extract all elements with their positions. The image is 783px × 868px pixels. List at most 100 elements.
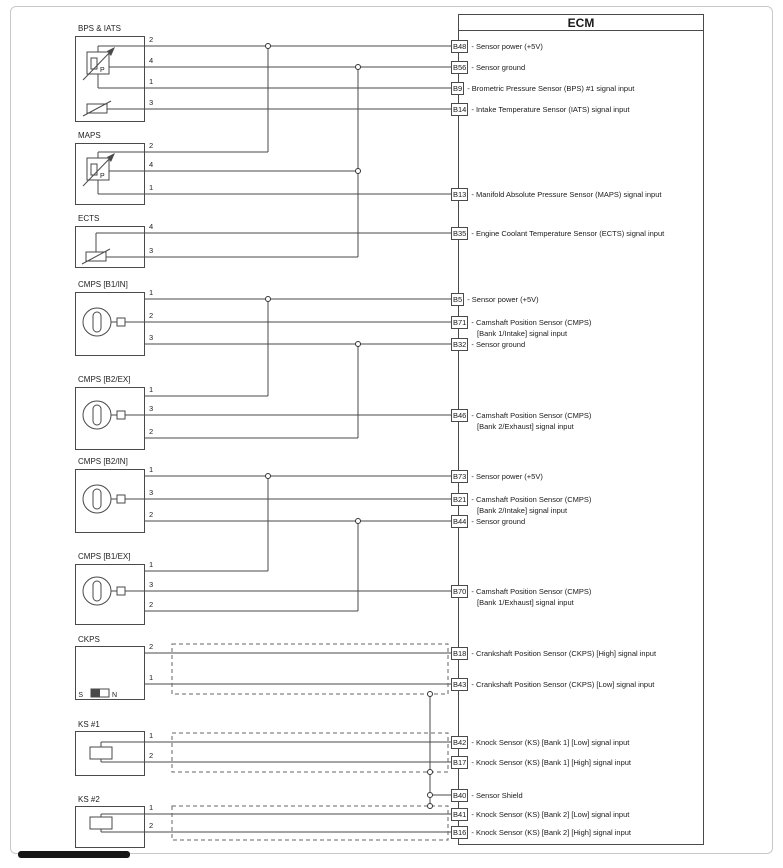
pin-number: 1 bbox=[149, 731, 154, 740]
pin-number: 3 bbox=[149, 404, 154, 413]
pin-number: 2 bbox=[149, 821, 154, 830]
pin-number: 2 bbox=[149, 510, 154, 519]
sensor-box bbox=[75, 36, 145, 122]
ecm-pin-b32: B32- Sensor ground bbox=[451, 338, 525, 351]
pin-number: 2 bbox=[149, 141, 154, 150]
ecm-title: ECM bbox=[459, 15, 703, 31]
ecm-pin-label: - Brometric Pressure Sensor (BPS) #1 sig… bbox=[467, 84, 635, 93]
ecm-terminal: B73 bbox=[451, 470, 469, 483]
ecm-pin-b56: B56- Sensor ground bbox=[451, 61, 525, 74]
ecm-pin-label: - Camshaft Position Sensor (CMPS) bbox=[471, 587, 592, 596]
sensor-box bbox=[75, 226, 145, 268]
ecm-terminal: B56 bbox=[451, 61, 469, 74]
ecm-terminal: B70 bbox=[451, 585, 469, 598]
pin-number: 4 bbox=[149, 56, 154, 65]
pin-number: 2 bbox=[149, 751, 154, 760]
ecm-terminal: B16 bbox=[451, 826, 469, 839]
sensor-box bbox=[75, 646, 145, 700]
ecm-terminal: B40 bbox=[451, 789, 469, 802]
ecm-pin-b41: B41- Knock Sensor (KS) [Bank 2] [Low] si… bbox=[451, 808, 629, 821]
ecm-pin-label: - Knock Sensor (KS) [Bank 1] [High] sign… bbox=[471, 758, 632, 767]
ecm-pin-b5: B5- Sensor power (+5V) bbox=[451, 293, 539, 306]
ecm-terminal: B46 bbox=[451, 409, 469, 422]
sensor-box bbox=[75, 387, 145, 450]
ecm-pin-b43: B43- Crankshaft Position Sensor (CKPS) [… bbox=[451, 678, 654, 691]
ecm-pin-label: - Sensor power (+5V) bbox=[471, 472, 543, 481]
ecm-pin-b48: B48- Sensor power (+5V) bbox=[451, 40, 543, 53]
ecm-pin-label: - Knock Sensor (KS) [Bank 1] [Low] signa… bbox=[471, 738, 630, 747]
pin-number: 3 bbox=[149, 333, 154, 342]
ecm-terminal: B21 bbox=[451, 493, 469, 506]
pin-number: 4 bbox=[149, 160, 154, 169]
ecm-pin-label: - Sensor ground bbox=[471, 340, 526, 349]
pin-number: 2 bbox=[149, 427, 154, 436]
ecm-pin-label: - Camshaft Position Sensor (CMPS) bbox=[471, 318, 592, 327]
sensor-label: MAPS bbox=[78, 131, 101, 140]
ecm-pin-b16: B16- Knock Sensor (KS) [Bank 2] [High] s… bbox=[451, 826, 631, 839]
ecm-terminal: B48 bbox=[451, 40, 469, 53]
ecm-pin-label: - Knock Sensor (KS) [Bank 2] [High] sign… bbox=[471, 828, 632, 837]
ecm-pin-b17: B17- Knock Sensor (KS) [Bank 1] [High] s… bbox=[451, 756, 631, 769]
sensor-label: KS #2 bbox=[78, 795, 100, 804]
pin-number: 2 bbox=[149, 35, 154, 44]
pin-number: 2 bbox=[149, 600, 154, 609]
ecm-pin-label: - Sensor ground bbox=[471, 63, 526, 72]
ecm-terminal: B5 bbox=[451, 293, 465, 306]
pin-number: 1 bbox=[149, 803, 154, 812]
sensor-label: CMPS [B1/EX] bbox=[78, 552, 131, 561]
ecm-pin-label: - Sensor Shield bbox=[471, 791, 523, 800]
ecm-pin-b46: B46- Camshaft Position Sensor (CMPS) [Ba… bbox=[451, 409, 591, 432]
pin-number: 1 bbox=[149, 465, 154, 474]
pin-number: 1 bbox=[149, 673, 154, 682]
sensor-box bbox=[75, 143, 145, 205]
ecm-box: ECM bbox=[458, 14, 704, 845]
sensor-label: BPS & IATS bbox=[78, 24, 121, 33]
ecm-terminal: B17 bbox=[451, 756, 469, 769]
pin-number: 2 bbox=[149, 642, 154, 651]
pin-number: 3 bbox=[149, 488, 154, 497]
ecm-pin-label: - Intake Temperature Sensor (IATS) signa… bbox=[471, 105, 630, 114]
sensor-label: ECTS bbox=[78, 214, 100, 223]
ecm-pin-b71: B71- Camshaft Position Sensor (CMPS) [Ba… bbox=[451, 316, 591, 339]
ecm-pin-label: - Manifold Absolute Pressure Sensor (MAP… bbox=[471, 190, 662, 199]
ecm-pin-label: - Sensor power (+5V) bbox=[471, 42, 543, 51]
ecm-terminal: B32 bbox=[451, 338, 469, 351]
diagram-frame bbox=[10, 6, 773, 854]
pin-number: 2 bbox=[149, 311, 154, 320]
sensor-box bbox=[75, 731, 145, 776]
ecm-pin-b40: B40- Sensor Shield bbox=[451, 789, 523, 802]
sensor-label: CKPS bbox=[78, 635, 100, 644]
pin-number: 1 bbox=[149, 560, 154, 569]
ecm-pin-label: - Camshaft Position Sensor (CMPS) bbox=[471, 495, 592, 504]
sensor-label: CMPS [B2/EX] bbox=[78, 375, 131, 384]
ecm-pin-b21: B21- Camshaft Position Sensor (CMPS) [Ba… bbox=[451, 493, 591, 516]
ecm-pin-b13: B13- Manifold Absolute Pressure Sensor (… bbox=[451, 188, 661, 201]
sensor-label: KS #1 bbox=[78, 720, 100, 729]
pin-number: 1 bbox=[149, 183, 154, 192]
pin-number: 4 bbox=[149, 222, 154, 231]
horizontal-scrollbar-thumb[interactable] bbox=[18, 851, 130, 858]
ecm-pin-b73: B73- Sensor power (+5V) bbox=[451, 470, 543, 483]
sensor-box bbox=[75, 292, 145, 356]
ecm-terminal: B14 bbox=[451, 103, 469, 116]
ecm-pin-label: - Crankshaft Position Sensor (CKPS) [Hig… bbox=[471, 649, 657, 658]
ecm-pin-label-line2: [Bank 1/Intake] signal input bbox=[477, 329, 568, 338]
ecm-pin-label: - Sensor power (+5V) bbox=[467, 295, 539, 304]
ecm-pin-label-line2: [Bank 2/Exhaust] signal input bbox=[477, 422, 574, 431]
ecm-pin-b18: B18- Crankshaft Position Sensor (CKPS) [… bbox=[451, 647, 656, 660]
ecm-terminal: B71 bbox=[451, 316, 469, 329]
pin-number: 1 bbox=[149, 385, 154, 394]
ecm-terminal: B13 bbox=[451, 188, 469, 201]
ecm-terminal: B18 bbox=[451, 647, 469, 660]
ecm-pin-label-line2: [Bank 1/Exhaust] signal input bbox=[477, 598, 574, 607]
ecm-terminal: B35 bbox=[451, 227, 469, 240]
ecm-pin-b35: B35- Engine Coolant Temperature Sensor (… bbox=[451, 227, 664, 240]
ecm-pin-label: - Knock Sensor (KS) [Bank 2] [Low] signa… bbox=[471, 810, 630, 819]
pin-number: 3 bbox=[149, 98, 154, 107]
ecm-terminal: B41 bbox=[451, 808, 469, 821]
pin-number: 3 bbox=[149, 580, 154, 589]
ecm-pin-label: - Engine Coolant Temperature Sensor (ECT… bbox=[471, 229, 665, 238]
sensor-label: CMPS [B2/IN] bbox=[78, 457, 128, 466]
sensor-box bbox=[75, 806, 145, 848]
ecm-pin-label: - Sensor ground bbox=[471, 517, 526, 526]
